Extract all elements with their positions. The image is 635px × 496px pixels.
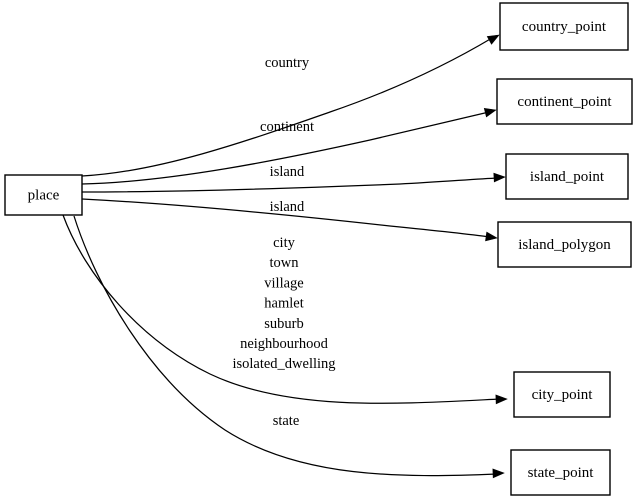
edge-city-label-line: suburb: [264, 316, 303, 332]
edge-state-line[interactable]: [73, 215, 498, 477]
node-box-island_point[interactable]: [505, 153, 629, 200]
edge-island-polygon-arrowhead-icon: [485, 231, 498, 242]
node-box-state_point[interactable]: [510, 449, 611, 496]
edge-city-label-line: neighbourhood: [240, 336, 329, 352]
edge-state[interactable]: [73, 215, 505, 479]
edge-city-label-line: town: [270, 255, 300, 271]
edge-country-arrowhead-icon: [486, 34, 500, 45]
edge-island-point[interactable]: [81, 172, 506, 193]
edge-country-line[interactable]: [81, 37, 493, 177]
edge-city-label-line: isolated_dwelling: [232, 356, 335, 372]
edge-island-point-label: island: [270, 164, 305, 180]
edge-city-label-line: city: [273, 235, 295, 251]
node-island_polygon[interactable]: island_polygon: [497, 221, 632, 268]
node-box-country_point[interactable]: [499, 2, 629, 51]
edge-labels-layer: country continent island island city town vill…: [232, 55, 335, 429]
edge-island-point-arrowhead-icon: [493, 172, 506, 183]
edge-island-polygon-label-line: island: [270, 199, 305, 215]
edges-layer: [62, 31, 508, 479]
edge-continent-line[interactable]: [81, 111, 490, 185]
node-label-country_point: country_point: [522, 19, 607, 35]
node-box-continent_point[interactable]: [496, 78, 633, 125]
node-box-place[interactable]: [4, 174, 83, 216]
node-label-city_point: city_point: [532, 387, 594, 403]
edge-island-point-line[interactable]: [81, 177, 499, 193]
node-state_point[interactable]: state_point: [510, 449, 611, 496]
nodes-layer: place country_point continent_point island_…: [4, 2, 633, 496]
edge-city-label: city town village hamlet suburb neighbourhood…: [232, 235, 335, 372]
edge-state-arrowhead-icon: [492, 468, 505, 479]
edge-country-label-line: country: [265, 55, 310, 71]
node-label-continent_point: continent_point: [517, 94, 612, 110]
edge-continent-label-line: continent: [260, 119, 314, 135]
node-country_point[interactable]: country_point: [499, 2, 629, 51]
node-label-state_point: state_point: [528, 465, 595, 481]
edge-state-label: state: [273, 413, 300, 429]
node-place[interactable]: place: [4, 174, 83, 216]
edge-continent-label: continent: [260, 119, 314, 135]
edge-city-label-line: village: [264, 275, 303, 291]
edge-state-label-line: state: [273, 413, 300, 429]
edge-city-label-line: hamlet: [264, 296, 303, 312]
node-box-island_polygon[interactable]: [497, 221, 632, 268]
edge-island-point-label-line: island: [270, 164, 305, 180]
edge-city-arrowhead-icon: [495, 394, 508, 405]
edge-city-line[interactable]: [62, 214, 501, 404]
node-label-island_polygon: island_polygon: [518, 237, 611, 253]
edge-country-label: country: [265, 55, 310, 71]
node-continent_point[interactable]: continent_point: [496, 78, 633, 125]
node-label-place: place: [28, 187, 60, 203]
edge-country[interactable]: [81, 31, 501, 177]
edge-island-polygon[interactable]: [81, 198, 498, 242]
edge-continent-arrowhead-icon: [483, 108, 497, 118]
node-box-city_point[interactable]: [513, 371, 611, 418]
edge-island-polygon-label: island: [270, 199, 305, 215]
node-island_point[interactable]: island_point: [505, 153, 629, 200]
edge-island-polygon-line[interactable]: [81, 198, 491, 238]
edge-city[interactable]: [62, 214, 508, 405]
node-label-island_point: island_point: [530, 169, 605, 185]
node-city_point[interactable]: city_point: [513, 371, 611, 418]
edge-continent[interactable]: [81, 106, 497, 185]
